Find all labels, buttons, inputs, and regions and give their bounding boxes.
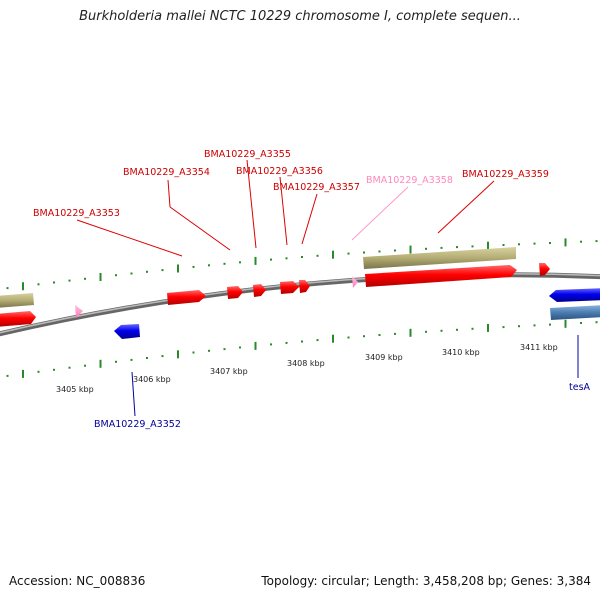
gene-A3352-arrow[interactable]	[114, 324, 140, 339]
gene-label-tesA[interactable]: tesA	[569, 382, 591, 393]
gene-A3356-arrow[interactable]	[280, 281, 299, 294]
forward-tick-ruler	[6, 238, 598, 291]
gene-label-A3356[interactable]: BMA10229_A3356	[236, 166, 323, 177]
gene-A3354-arrow[interactable]	[227, 286, 243, 299]
gene-label-A3353[interactable]: BMA10229_A3353	[33, 208, 120, 219]
rna-feature-steel[interactable]	[550, 305, 600, 320]
kbp-label-3407: 3407 kbp	[210, 367, 248, 376]
map-title: Burkholderia mallei NCTC 10229 chromosom…	[79, 9, 521, 24]
gene-label-A3357[interactable]: BMA10229_A3357	[273, 182, 360, 193]
pseudogene-left-marker[interactable]	[75, 305, 83, 318]
gene-label-A3359[interactable]: BMA10229_A3359	[462, 169, 549, 180]
gene-A3358-marker[interactable]	[352, 276, 358, 288]
kbp-label-3406: 3406 kbp	[133, 375, 171, 384]
accession-text: Accession: NC_008836	[9, 574, 146, 588]
genome-summary-text: Topology: circular; Length: 3,458,208 bp…	[261, 574, 591, 588]
gene-label-A3352[interactable]: BMA10229_A3352	[94, 419, 181, 430]
label-leader-lines	[76, 159, 579, 417]
gene-label-A3355[interactable]: BMA10229_A3355	[204, 149, 291, 160]
gene-A3355-arrow[interactable]	[253, 284, 266, 297]
gene-left-edge-arrow[interactable]	[0, 311, 36, 327]
kbp-label-3411: 3411 kbp	[520, 343, 558, 352]
kbp-label-3409: 3409 kbp	[365, 353, 403, 362]
kbp-label-3410: 3410 kbp	[442, 348, 480, 357]
rna-feature-left[interactable]	[0, 293, 34, 308]
reverse-tick-ruler	[6, 319, 598, 378]
gene-A3359-arrow[interactable]	[365, 265, 517, 287]
gene-A3353-arrow[interactable]	[167, 290, 206, 305]
gene-right-small-arrow[interactable]	[539, 263, 550, 276]
gene-label-A3354[interactable]: BMA10229_A3354	[123, 167, 210, 178]
rna-feature-right[interactable]	[363, 247, 516, 269]
kbp-label-3405: 3405 kbp	[56, 385, 94, 394]
gene-tesA-arrow[interactable]	[549, 288, 600, 302]
gene-A3357-arrow[interactable]	[299, 280, 310, 293]
gene-label-A3358[interactable]: BMA10229_A3358	[366, 175, 453, 186]
kbp-label-3408: 3408 kbp	[287, 359, 325, 368]
